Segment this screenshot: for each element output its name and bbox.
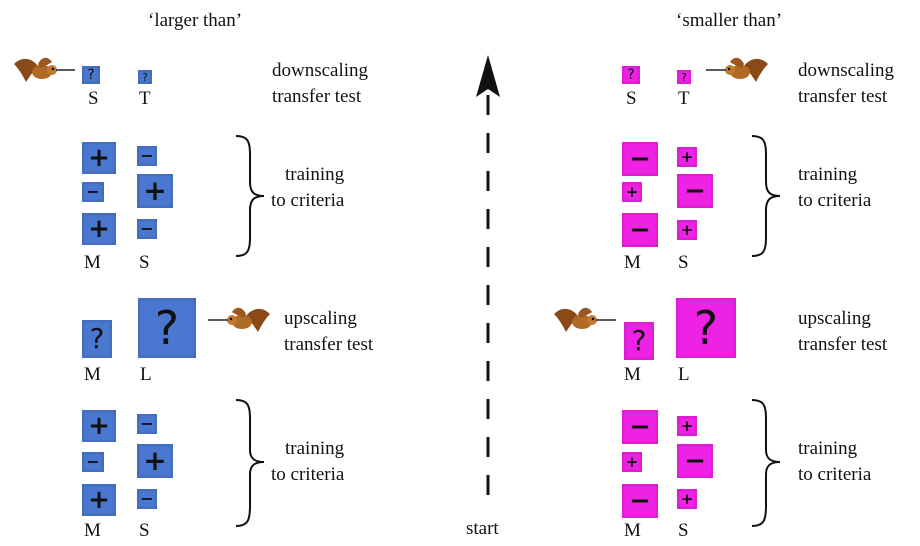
curly-brace-icon — [751, 399, 781, 527]
stimulus-t-question: ? — [138, 70, 152, 84]
label-t: T — [678, 88, 690, 109]
start-label: start — [466, 518, 499, 539]
stimulus-s-minus: − — [137, 146, 157, 166]
question-mark-symbol: ? — [631, 324, 647, 357]
label-m: M — [624, 252, 641, 273]
to-criteria-label: to criteria — [271, 464, 345, 485]
stimulus-m-plus: + — [82, 142, 116, 174]
label-m: M — [84, 364, 101, 385]
training-label: training — [285, 438, 345, 459]
curly-brace-icon — [751, 135, 781, 257]
question-mark-symbol: ? — [627, 67, 635, 83]
stimulus-s-plus: + — [677, 147, 697, 167]
stimulus-m-question: ? — [624, 322, 654, 360]
training-label: training — [798, 164, 858, 185]
label-s: S — [626, 88, 637, 109]
upscaling-label: upscaling — [798, 308, 871, 329]
label-m: M — [84, 520, 101, 541]
left-title: ‘larger than’ — [148, 10, 243, 31]
training-label: training — [798, 438, 858, 459]
transfer-test-label: transfer test — [272, 86, 362, 107]
stimulus-s-minus: − — [137, 489, 157, 509]
question-mark-symbol: ? — [681, 70, 687, 84]
curly-brace-icon — [235, 135, 265, 257]
transfer-test-label: transfer test — [284, 334, 374, 355]
stimulus-m-minus: − — [622, 142, 658, 176]
stimulus-s-minus: − — [137, 414, 157, 434]
question-mark-symbol: ? — [142, 70, 148, 84]
label-s: S — [678, 252, 689, 273]
stimulus-m-minus: − — [622, 484, 658, 518]
stimulus-m-plus: + — [137, 444, 173, 478]
stimulus-l-question: ? — [676, 298, 736, 358]
stimulus-s-minus: − — [82, 182, 104, 202]
stimulus-m-minus: − — [622, 213, 658, 247]
label-m: M — [624, 364, 641, 385]
right-title: ‘smaller than’ — [676, 10, 783, 31]
hummingbird-icon — [554, 307, 616, 332]
hummingbird-icon — [208, 307, 270, 332]
label-l: L — [140, 364, 152, 385]
stimulus-m-minus: − — [677, 174, 713, 208]
question-mark-symbol: ? — [87, 67, 95, 83]
stimulus-m-question: ? — [82, 320, 112, 358]
stimulus-s-minus: − — [137, 219, 157, 239]
stimulus-m-plus: + — [137, 174, 173, 208]
stimulus-s-plus: + — [622, 452, 642, 472]
label-s: S — [88, 88, 99, 109]
stimulus-m-minus: − — [622, 410, 658, 444]
hummingbird-icon — [706, 57, 768, 82]
training-label: training — [285, 164, 345, 185]
stimulus-s-plus: + — [677, 489, 697, 509]
stimulus-m-plus: + — [82, 484, 116, 516]
transfer-test-label: transfer test — [798, 86, 888, 107]
stimulus-l-question: ? — [138, 298, 196, 358]
question-mark-symbol: ? — [693, 301, 719, 355]
upscaling-label: upscaling — [284, 308, 357, 329]
hummingbird-icon — [14, 57, 75, 82]
label-s: S — [678, 520, 689, 541]
transfer-test-label: transfer test — [798, 334, 888, 355]
downscaling-label: downscaling — [272, 60, 369, 81]
up-arrow-icon — [476, 55, 500, 513]
stimulus-t-question: ? — [677, 70, 691, 84]
question-mark-symbol: ? — [154, 301, 180, 355]
to-criteria-label: to criteria — [798, 464, 872, 485]
label-s: S — [139, 252, 150, 273]
label-t: T — [139, 88, 151, 109]
stimulus-m-plus: + — [82, 213, 116, 245]
to-criteria-label: to criteria — [271, 190, 345, 211]
curly-brace-icon — [235, 399, 265, 527]
label-m: M — [84, 252, 101, 273]
stimulus-m-plus: + — [82, 410, 116, 442]
stimulus-s-question: ? — [622, 66, 640, 84]
stimulus-s-minus: − — [82, 452, 104, 472]
stimulus-s-plus: + — [622, 182, 642, 202]
stimulus-s-plus: + — [677, 220, 697, 240]
label-s: S — [139, 520, 150, 541]
stimulus-s-plus: + — [677, 416, 697, 436]
label-m: M — [624, 520, 641, 541]
stimulus-m-minus: − — [677, 444, 713, 478]
question-mark-symbol: ? — [89, 322, 105, 355]
downscaling-label: downscaling — [798, 60, 895, 81]
stimulus-s-question: ? — [82, 66, 100, 84]
to-criteria-label: to criteria — [798, 190, 872, 211]
label-l: L — [678, 364, 690, 385]
